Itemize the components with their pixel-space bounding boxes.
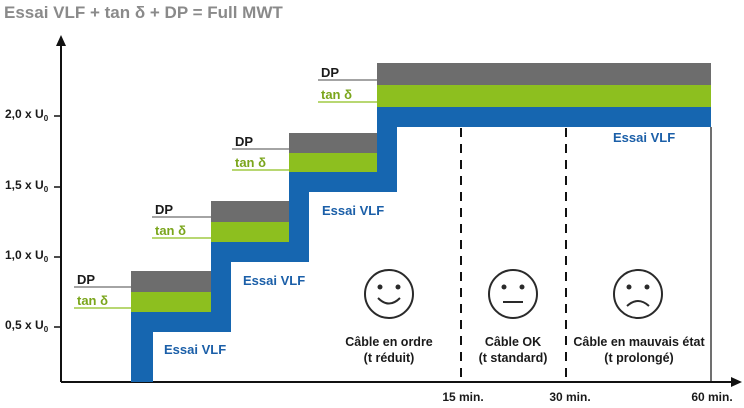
axes [56, 35, 742, 387]
dp-label-3: DP [235, 134, 253, 149]
tan-band-1 [131, 292, 211, 312]
happy-face-icon [364, 269, 414, 319]
dp-bands [131, 63, 711, 292]
sad-face-icon [613, 269, 663, 319]
tan-label-4: tan δ [321, 87, 352, 102]
vlf-staircase [131, 107, 711, 382]
outcome-3-line1: Câble en mauvais état [573, 335, 705, 349]
x-tick-label: 60 min. [691, 390, 732, 404]
dp-label-2: DP [155, 202, 173, 217]
y-axis-arrow-icon [56, 35, 66, 46]
dp-band-1 [131, 271, 211, 292]
x-axis-arrow-icon [731, 377, 742, 387]
neutral-face-icon [488, 269, 538, 319]
outcome-1-line1: Câble en ordre [345, 335, 433, 349]
tan-label-3: tan δ [235, 155, 266, 170]
tan-label-2: tan δ [155, 223, 186, 238]
x-tick-label: 30 min. [549, 390, 590, 404]
y-tick-label: 1,5 x U0 [5, 178, 49, 194]
vlf-label-2: Essai VLF [243, 273, 305, 288]
outcome-1-line2: (t réduit) [364, 351, 415, 365]
dp-label-1: DP [77, 272, 95, 287]
tan-band-4 [377, 85, 711, 107]
y-tick-label: 0,5 x U0 [5, 318, 49, 334]
tan-delta-bands [131, 85, 711, 312]
vlf-label-4: Essai VLF [613, 130, 675, 145]
y-tick-label: 2,0 x U0 [5, 107, 49, 123]
vlf-label-1: Essai VLF [164, 342, 226, 357]
dp-band-4 [377, 63, 711, 85]
tan-band-3 [289, 153, 377, 172]
dp-band-3 [289, 133, 377, 153]
dp-label-4: DP [321, 65, 339, 80]
outcome-2-line1: Câble OK [485, 335, 541, 349]
page-title: Essai VLF + tan δ + DP = Full MWT [4, 3, 283, 22]
tan-band-2 [211, 222, 289, 242]
y-ticks [54, 115, 61, 328]
vlf-labels: Essai VLF Essai VLF Essai VLF Essai VLF [164, 130, 675, 357]
y-tick-labels: 0,5 x U0 1,0 x U0 1,5 x U0 2,0 x U0 [5, 107, 49, 334]
x-tick-label: 15 min. [442, 390, 483, 404]
dp-labels: DP DP DP DP [77, 65, 339, 287]
label-connectors [74, 79, 377, 309]
y-tick-label: 1,0 x U0 [5, 248, 49, 264]
vlf-label-3: Essai VLF [322, 203, 384, 218]
outcome-captions: Câble en ordre (t réduit) Câble OK (t st… [345, 335, 705, 365]
x-tick-labels: 15 min. 30 min. 60 min. [442, 390, 732, 404]
tan-labels: tan δ tan δ tan δ tan δ [77, 87, 352, 308]
time-dividers [460, 128, 567, 380]
outcome-2-line2: (t standard) [479, 351, 548, 365]
tan-label-1: tan δ [77, 293, 108, 308]
outcome-3-line2: (t prolongé) [604, 351, 673, 365]
dp-band-2 [211, 201, 289, 222]
